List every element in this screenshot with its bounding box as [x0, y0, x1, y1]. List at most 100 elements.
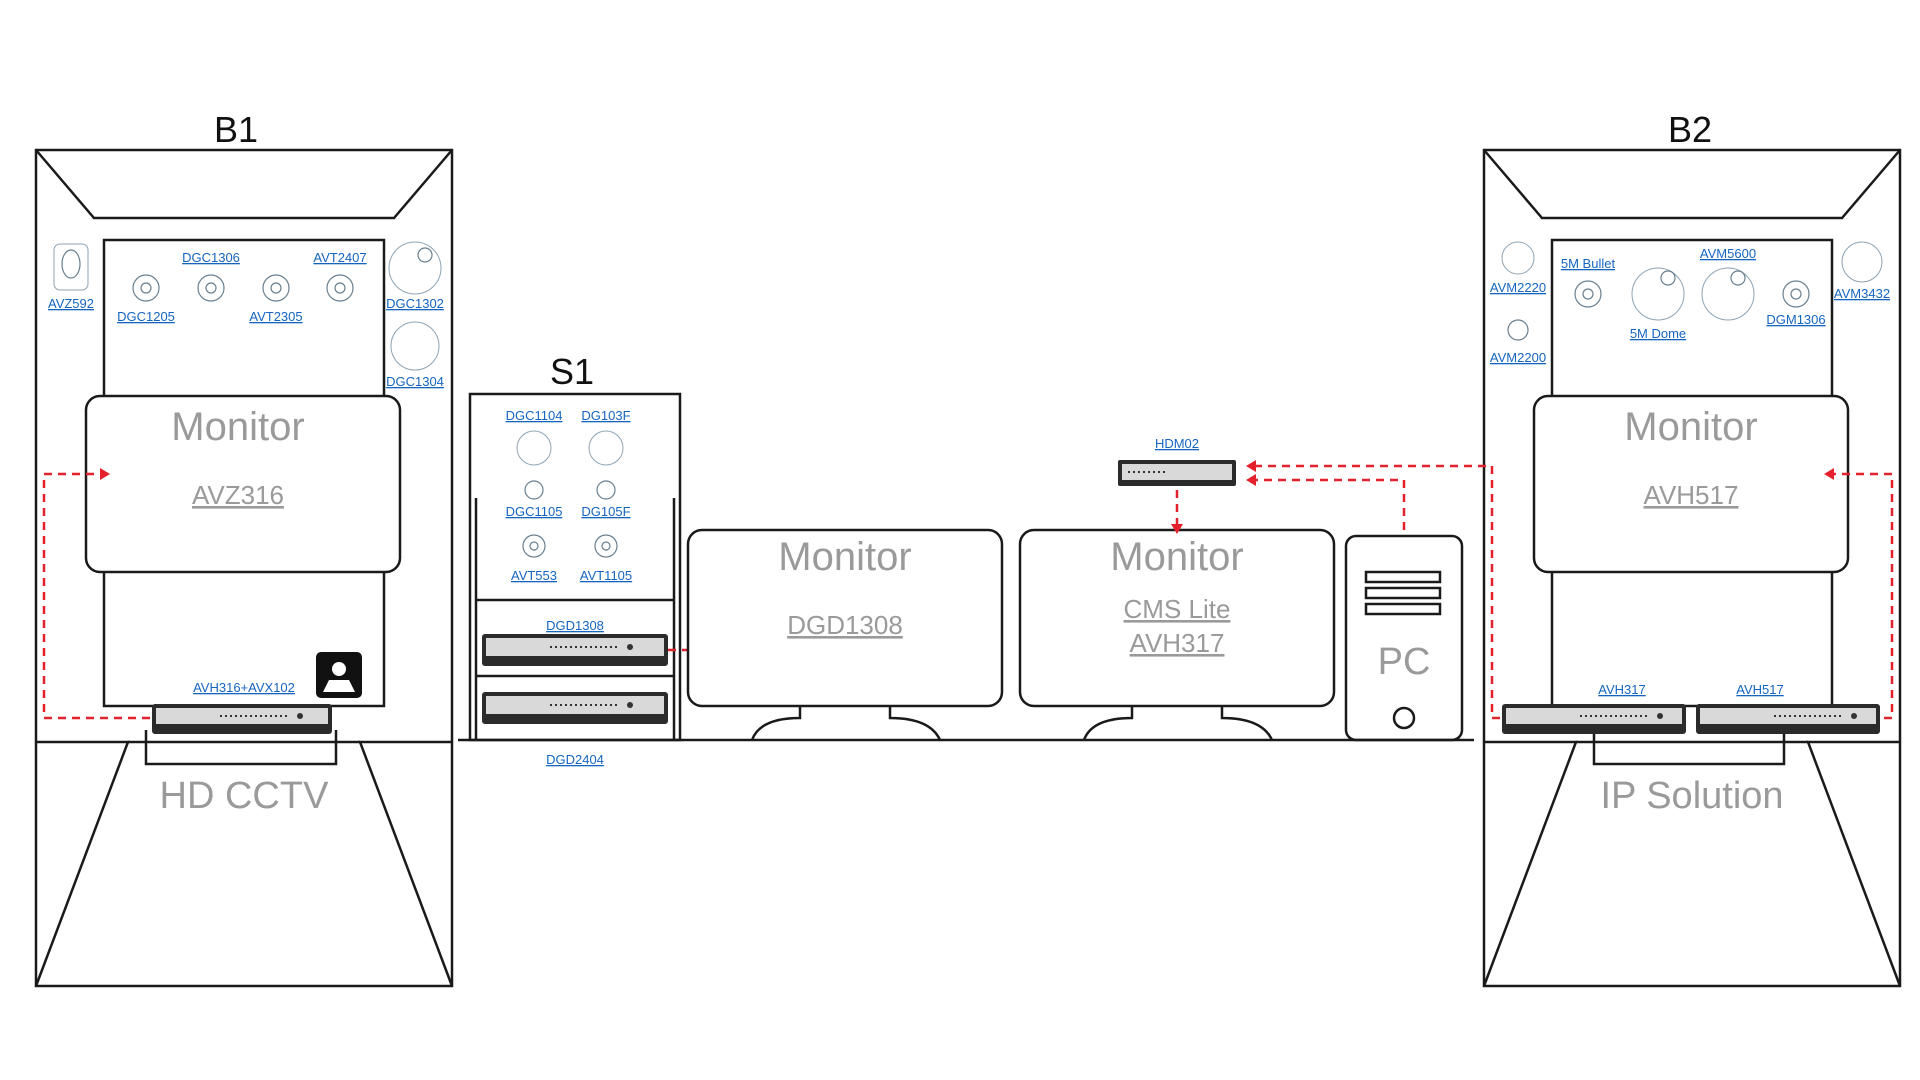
camera-icon	[132, 274, 160, 302]
booth-b2-title: B2	[1668, 109, 1712, 150]
monitor-cms: Monitor CMS Lite AVH317	[1018, 528, 1336, 741]
booth-b1-floor-right	[358, 740, 454, 987]
monitor-b1-title: Monitor	[171, 405, 304, 449]
recorder-icon	[482, 634, 668, 666]
product-link-dgc1105[interactable]: DGC1105	[506, 504, 563, 519]
camera-icon	[594, 534, 618, 558]
pc-case	[1344, 534, 1464, 742]
recorder-icon	[1696, 704, 1880, 734]
product-link-dgc1104[interactable]: DGC1104	[506, 408, 563, 423]
pc-drive-bay	[1364, 586, 1442, 600]
product-link-avt2305[interactable]: AVT2305	[249, 309, 302, 324]
arrow-head	[1824, 468, 1834, 480]
product-link-avm3432[interactable]: AVM3432	[1834, 286, 1890, 301]
product-link-avh517[interactable]: AVH517	[1736, 682, 1783, 697]
camera-icon	[1841, 241, 1883, 283]
product-link-dgc1306[interactable]: DGC1306	[182, 250, 240, 265]
product-link-dg105f[interactable]: DG105F	[581, 504, 630, 519]
connection-b2-recorder-monitor	[1832, 472, 1894, 720]
booth-b2-table	[1592, 730, 1786, 766]
monitor-s1-stand	[750, 706, 942, 741]
monitor-s1-screen	[686, 528, 1004, 708]
product-link-avt2407[interactable]: AVT2407	[313, 250, 366, 265]
booth-b1-floor-label: HD CCTV	[160, 775, 330, 817]
monitor-b2	[1532, 394, 1850, 574]
product-link-dgd1308[interactable]: DGD1308	[546, 618, 604, 633]
pc-drive-bay	[1364, 602, 1442, 616]
product-link-dgc1304[interactable]: DGC1304	[386, 374, 444, 389]
booth-b1-floor-left	[34, 740, 130, 987]
monitor-s1: Monitor DGD1308	[686, 528, 1004, 741]
monitor-b1-model-link[interactable]: AVZ316	[192, 480, 284, 510]
camera-icon	[326, 274, 354, 302]
booth-b1-table	[144, 730, 338, 766]
pc-power-icon	[1392, 706, 1416, 730]
booth-b2-ceiling	[1483, 149, 1901, 220]
camera-icon	[1782, 280, 1810, 308]
camera-icon	[596, 480, 616, 500]
product-link-avz592[interactable]: AVZ592	[48, 296, 94, 311]
product-link-5m-dome[interactable]: 5M Dome	[1630, 326, 1686, 341]
monitor-cms-title: Monitor	[1110, 535, 1243, 579]
camera-icon	[522, 534, 546, 558]
camera-icon	[197, 274, 225, 302]
recorder-icon	[152, 704, 332, 734]
monitor-b2-title: Monitor	[1624, 405, 1757, 449]
booth-b1: B1 HD CCTV AVZ592 DGC1306 AVT2407 DGC120…	[34, 109, 454, 988]
booth-s1-frame	[468, 392, 682, 742]
product-link-dgc1302[interactable]: DGC1302	[386, 296, 444, 311]
pc-label: PC	[1378, 641, 1431, 683]
connection-pc-hdm02	[1256, 478, 1406, 530]
booth-b2-frame	[1482, 148, 1902, 988]
booth-b2-floor-right	[1806, 740, 1902, 987]
camera-icon	[1501, 241, 1535, 275]
product-link-avm2200[interactable]: AVM2200	[1490, 350, 1546, 365]
arrow-head	[1246, 474, 1256, 486]
product-link-hdm02[interactable]: HDM02	[1155, 436, 1199, 451]
booth-s1-title: S1	[550, 351, 594, 392]
recorder-icon	[1118, 460, 1236, 486]
product-link-avt1105[interactable]: AVT1105	[580, 568, 632, 583]
product-link-dgd2404[interactable]: DGD2404	[546, 752, 604, 767]
arrow-head	[1246, 460, 1256, 472]
product-link-dgc1205[interactable]: DGC1205	[117, 309, 175, 324]
booth-b1-ceiling	[35, 149, 453, 220]
monitor-cms-line1-link[interactable]: CMS Lite	[1124, 594, 1231, 624]
product-link-avm2220[interactable]: AVM2220	[1490, 280, 1546, 295]
camera-icon	[262, 274, 290, 302]
booth-b1-frame	[34, 148, 454, 988]
person-at-desk-icon	[316, 652, 362, 698]
product-link-5m-bullet[interactable]: 5M Bullet	[1561, 256, 1616, 271]
connection-b1-recorder-monitor	[42, 472, 150, 720]
monitor-s1-title: Monitor	[778, 535, 911, 579]
product-link-avh316-avx102[interactable]: AVH316+AVX102	[193, 680, 295, 695]
camera-icon	[516, 430, 552, 466]
pc-drive-bay	[1364, 570, 1442, 584]
pc-tower: PC	[1344, 534, 1464, 742]
camera-icon	[588, 430, 624, 466]
booth-b2-floor-label: IP Solution	[1600, 775, 1783, 817]
camera-icon	[390, 321, 440, 371]
arrow-head	[100, 468, 110, 480]
arrow-head	[1171, 524, 1183, 534]
product-link-avt553[interactable]: AVT553	[511, 568, 557, 583]
booth-b1-title: B1	[214, 109, 258, 150]
camera-icon	[1701, 267, 1755, 321]
monitor-cms-stand	[1082, 706, 1274, 741]
monitor-s1-model-link[interactable]: DGD1308	[787, 610, 903, 640]
camera-icon	[1631, 267, 1685, 321]
booth-b2: B2 IP Solution AVM2220 AVM2200 5M Bullet…	[1246, 109, 1902, 988]
product-link-dg103f[interactable]: DG103F	[581, 408, 630, 423]
product-link-dgm1306[interactable]: DGM1306	[1766, 312, 1825, 327]
monitor-cms-line2-link[interactable]: AVH317	[1130, 628, 1225, 658]
connection-b2-recorder-hdm02	[1256, 464, 1500, 720]
monitor-b2-model-link[interactable]: AVH517	[1644, 480, 1739, 510]
camera-icon	[524, 480, 544, 500]
recorder-icon	[1502, 704, 1686, 734]
product-link-avm5600[interactable]: AVM5600	[1700, 246, 1756, 261]
monitor-b1	[84, 394, 402, 574]
booth-b2-floor-left	[1482, 740, 1578, 987]
camera-icon	[1574, 280, 1602, 308]
product-link-avh317[interactable]: AVH317	[1598, 682, 1645, 697]
